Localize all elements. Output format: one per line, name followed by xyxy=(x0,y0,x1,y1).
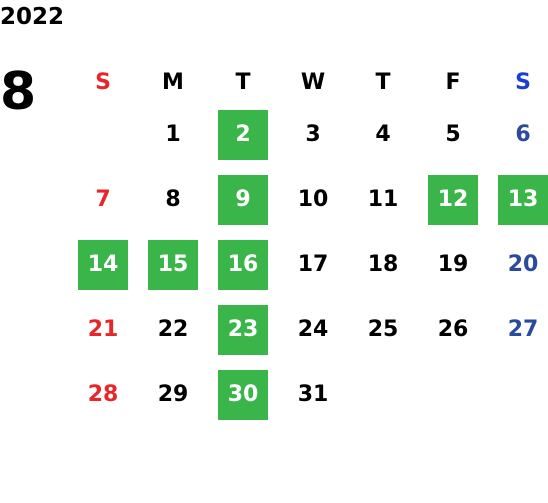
calendar-day[interactable]: 18 xyxy=(348,232,418,297)
day-number: 10 xyxy=(297,187,329,212)
calendar-day[interactable]: 27 xyxy=(488,297,548,362)
calendar-day[interactable]: 20 xyxy=(488,232,548,297)
calendar-day[interactable]: 22 xyxy=(138,297,208,362)
calendar-day[interactable]: 31 xyxy=(278,362,348,427)
day-number: 1 xyxy=(165,122,181,147)
calendar-empty-cell xyxy=(68,102,138,167)
calendar-day[interactable]: 26 xyxy=(418,297,488,362)
day-number: 8 xyxy=(165,187,181,212)
day-number: 14 xyxy=(87,252,119,277)
day-number: 13 xyxy=(507,187,539,212)
day-number: 31 xyxy=(297,382,329,407)
day-number: 5 xyxy=(445,122,461,147)
calendar-day[interactable]: 19 xyxy=(418,232,488,297)
calendar-day-highlighted[interactable]: 14 xyxy=(68,232,138,297)
day-number: 6 xyxy=(515,122,531,147)
day-number: 3 xyxy=(305,122,321,147)
calendar-day[interactable]: 3 xyxy=(278,102,348,167)
weekday-header: T xyxy=(375,69,391,95)
weekday-header: S xyxy=(95,69,111,95)
calendar-day[interactable]: 7 xyxy=(68,167,138,232)
calendar-empty-cell xyxy=(488,362,548,427)
calendar-day-highlighted[interactable]: 30 xyxy=(208,362,278,427)
calendar-day-highlighted[interactable]: 23 xyxy=(208,297,278,362)
day-number: 21 xyxy=(87,317,119,342)
calendar-day[interactable]: 17 xyxy=(278,232,348,297)
day-number: 2 xyxy=(235,122,251,147)
day-number: 26 xyxy=(437,317,469,342)
calendar-day-highlighted[interactable]: 12 xyxy=(418,167,488,232)
calendar-year: 2022 xyxy=(0,4,65,30)
day-number: 29 xyxy=(157,382,189,407)
calendar-empty-cell xyxy=(348,362,418,427)
weekday-header: S xyxy=(515,69,531,95)
day-number: 12 xyxy=(437,187,469,212)
calendar-month: 8 xyxy=(0,62,37,122)
calendar-day[interactable]: 21 xyxy=(68,297,138,362)
day-number: 7 xyxy=(95,187,111,212)
weekday-header: M xyxy=(162,69,184,95)
day-number: 4 xyxy=(375,122,391,147)
calendar-day[interactable]: 4 xyxy=(348,102,418,167)
day-number: 19 xyxy=(437,252,469,277)
calendar-day[interactable]: 10 xyxy=(278,167,348,232)
calendar-day[interactable]: 28 xyxy=(68,362,138,427)
calendar-day-highlighted[interactable]: 16 xyxy=(208,232,278,297)
calendar-day[interactable]: 5 xyxy=(418,102,488,167)
calendar-day[interactable]: 24 xyxy=(278,297,348,362)
day-number: 11 xyxy=(367,187,399,212)
weekday-header: T xyxy=(235,69,251,95)
day-number: 23 xyxy=(227,317,259,342)
day-number: 28 xyxy=(87,382,119,407)
calendar-day-highlighted[interactable]: 9 xyxy=(208,167,278,232)
day-number: 25 xyxy=(367,317,399,342)
calendar-day[interactable]: 11 xyxy=(348,167,418,232)
calendar-day-highlighted[interactable]: 2 xyxy=(208,102,278,167)
day-number: 20 xyxy=(507,252,539,277)
day-number: 27 xyxy=(507,317,539,342)
calendar-empty-cell xyxy=(418,362,488,427)
day-number: 24 xyxy=(297,317,329,342)
calendar-day[interactable]: 8 xyxy=(138,167,208,232)
day-number: 30 xyxy=(227,382,259,407)
weekday-header: W xyxy=(300,69,326,95)
day-number: 15 xyxy=(157,252,189,277)
day-number: 18 xyxy=(367,252,399,277)
calendar-day-highlighted[interactable]: 15 xyxy=(138,232,208,297)
calendar-day[interactable]: 29 xyxy=(138,362,208,427)
weekday-header: F xyxy=(445,69,461,95)
calendar-day[interactable]: 25 xyxy=(348,297,418,362)
day-number: 22 xyxy=(157,317,189,342)
calendar-day[interactable]: 6 xyxy=(488,102,548,167)
calendar-day-highlighted[interactable]: 13 xyxy=(488,167,548,232)
day-number: 16 xyxy=(227,252,259,277)
calendar-day[interactable]: 1 xyxy=(138,102,208,167)
day-number: 17 xyxy=(297,252,329,277)
day-number: 9 xyxy=(235,187,251,212)
